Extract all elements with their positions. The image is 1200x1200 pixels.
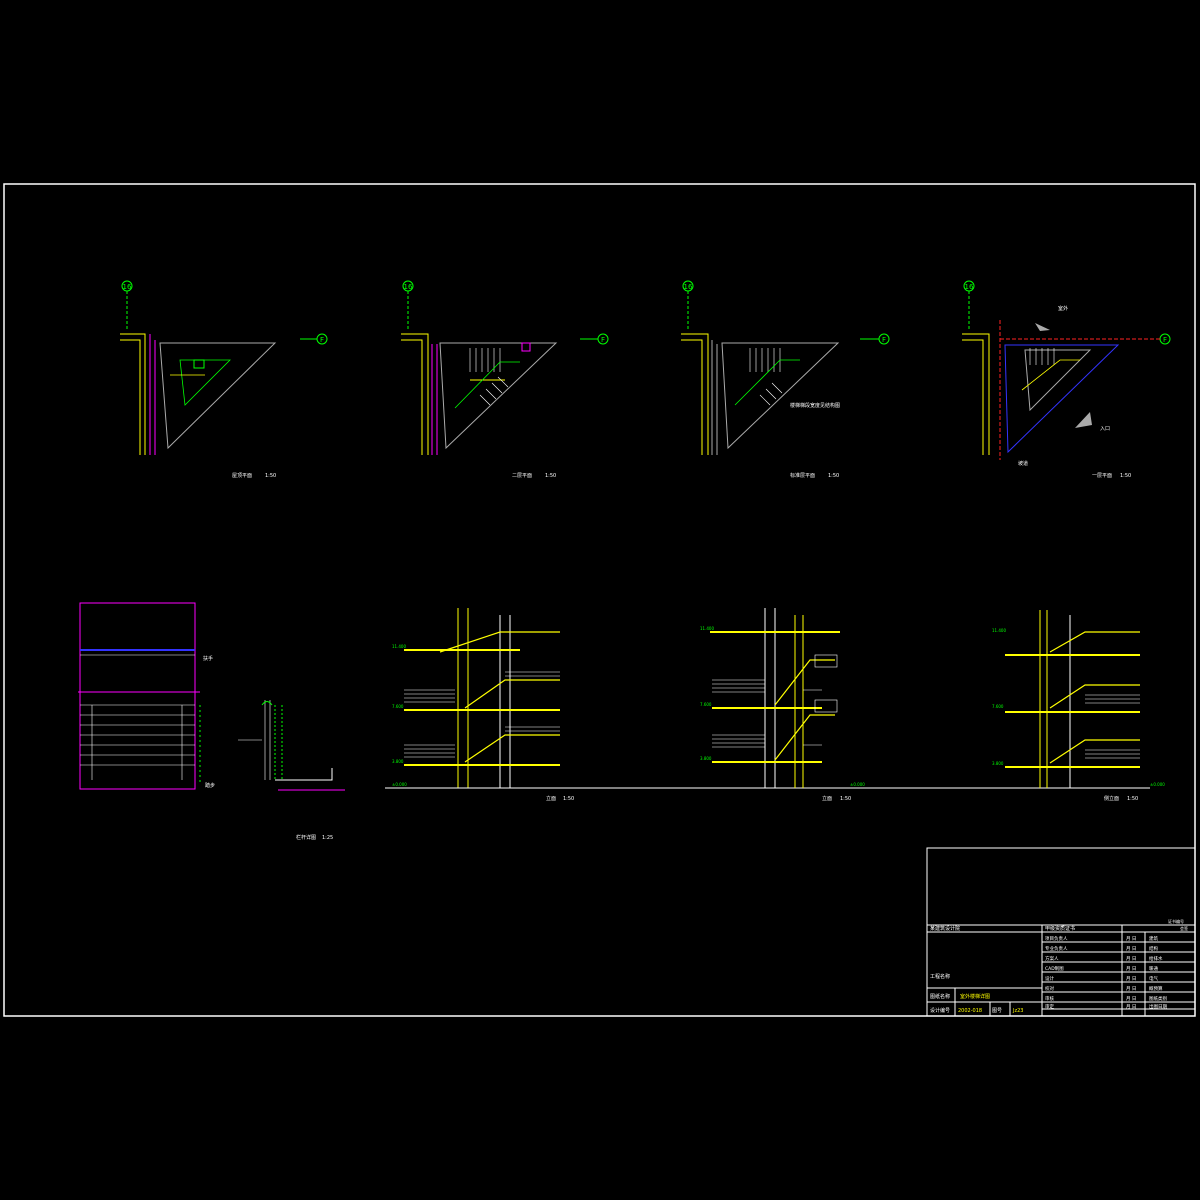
- drawing-frame: [3, 183, 1196, 1017]
- railing-elevation: 扶手 踏步: [78, 602, 215, 790]
- section-1: 11.400 7.600 3.800 ±0.000 立面 1:50: [385, 608, 1150, 802]
- first-floor-note-a: 室外: [1058, 305, 1068, 312]
- roof-plan: 16 F 屋顶平面 1:50: [120, 280, 328, 479]
- railing-section-detail: 栏杆详图 1:25: [238, 700, 345, 841]
- typical-floor-note: 楼梯梯段宽度见结构图: [790, 402, 840, 409]
- date-cell: 月 日: [1126, 986, 1136, 992]
- section-arrow-icon: [1035, 323, 1050, 331]
- date-cell: 月 日: [1126, 946, 1136, 952]
- section-3-caption: 侧立面: [1104, 795, 1119, 802]
- cert-label: 甲级资质证书: [1045, 925, 1075, 932]
- axis-tag-f-label: F: [882, 336, 886, 344]
- section-1-level: 7.600: [392, 704, 404, 709]
- section-2-level: ±0.000: [850, 782, 865, 787]
- railing-detail-scale: 1:25: [322, 835, 333, 841]
- first-floor-note-c: 坡道: [1018, 460, 1028, 467]
- entrance-arrow-icon: [1075, 412, 1092, 428]
- axis-tag-f-label: F: [320, 336, 324, 344]
- countersign-header: 会签: [1180, 925, 1188, 931]
- date-cell: 月 日: [1126, 1004, 1136, 1010]
- section-2-level: 3.800: [700, 756, 712, 761]
- date-cell: 月 日: [1126, 936, 1136, 942]
- axis-tag-f-label: F: [1163, 336, 1167, 344]
- railing-label-top: 扶手: [203, 655, 213, 662]
- role-label: 设计: [1045, 975, 1054, 982]
- section-1-level: 11.400: [392, 644, 406, 649]
- section-1-level: 3.800: [392, 759, 404, 764]
- role-label: 审定: [1045, 1003, 1054, 1010]
- design-no-label: 设计编号: [930, 1007, 950, 1014]
- section-2-caption: 立面: [822, 795, 832, 802]
- discipline-cell: 概预算: [1149, 985, 1163, 992]
- section-2: 11.400 7.600 3.800 ±0.000 立面 1:50: [700, 608, 865, 802]
- typical-floor-caption: 标准层平面: [790, 472, 815, 479]
- section-3-level: 3.800: [992, 761, 1004, 766]
- section-2-level: 11.400: [700, 626, 714, 631]
- role-label: CAD制图: [1045, 965, 1064, 972]
- second-floor-plan: 16 F 二层平面 1:50: [401, 280, 609, 479]
- axis-tag-16-label: 16: [965, 283, 974, 291]
- first-floor-scale: 1:50: [1120, 473, 1131, 479]
- axis-tag-16-label: 16: [123, 283, 132, 291]
- section-1-caption: 立面: [546, 795, 556, 802]
- date-cell: 月 日: [1126, 956, 1136, 962]
- first-floor-caption: 一层平面: [1092, 473, 1112, 479]
- role-label: 审核: [1045, 995, 1054, 1002]
- section-3-level: 7.600: [992, 704, 1004, 709]
- cert-no-label: 证书编号: [1168, 918, 1184, 924]
- discipline-cell: 电气: [1149, 975, 1158, 982]
- section-1-scale: 1:50: [563, 796, 574, 802]
- section-3-level: 11.400: [992, 628, 1006, 633]
- axis-tag-f-label: F: [601, 336, 605, 344]
- sheet-no: Jz23: [1012, 1008, 1023, 1014]
- date-cell: 月 日: [1126, 966, 1136, 972]
- date-cell: 月 日: [1126, 976, 1136, 982]
- first-floor-note-b: 入口: [1100, 426, 1110, 432]
- typical-floor-plan: 16 F 楼梯梯段宽度见结构图 标准层平面 1:50: [681, 280, 890, 479]
- design-no: 2002-018: [958, 1008, 982, 1014]
- sheet-no-label: 图号: [992, 1008, 1002, 1014]
- section-1-level: ±0.000: [392, 782, 407, 787]
- discipline-cell: 给排水: [1149, 955, 1163, 962]
- role-label: 专业负责人: [1045, 945, 1068, 952]
- first-floor-plan: 16 F 室外 入口 坡道 一层平面 1:50: [962, 280, 1171, 479]
- project-label: 工程名称: [930, 973, 950, 980]
- roof-plan-scale: 1:50: [265, 473, 276, 479]
- section-2-level: 7.600: [700, 702, 712, 707]
- railing-detail-caption: 栏杆详图: [296, 834, 316, 841]
- role-label: 方案人: [1045, 955, 1059, 962]
- section-3-scale: 1:50: [1127, 796, 1138, 802]
- section-3: 11.400 7.600 3.800 ±0.000 侧立面 1:50: [992, 610, 1165, 802]
- title-block: 某建筑设计院 甲级资质证书 证书编号 会签 工程名称 图纸名称 室外楼梯详图 设…: [926, 847, 1196, 1017]
- discipline-cell: 图纸类别: [1149, 995, 1167, 1002]
- drawing-name: 室外楼梯详图: [960, 993, 990, 1000]
- railing-label-bottom: 踏步: [205, 782, 215, 789]
- second-floor-scale: 1:50: [545, 473, 556, 479]
- discipline-cell: 建筑: [1149, 935, 1158, 942]
- section-3-level: ±0.000: [1150, 782, 1165, 787]
- section-2-scale: 1:50: [840, 796, 851, 802]
- role-label: 项目负责人: [1045, 935, 1068, 942]
- axis-tag-16-label: 16: [404, 283, 413, 291]
- axis-tag-16-label: 16: [684, 283, 693, 291]
- roof-plan-caption: 屋顶平面: [232, 473, 252, 479]
- discipline-cell: 结构: [1149, 945, 1158, 952]
- role-label: 校对: [1045, 985, 1054, 992]
- company-name: 某建筑设计院: [930, 925, 960, 932]
- discipline-cell: 出图日期: [1149, 1003, 1167, 1010]
- date-cell: 月 日: [1126, 996, 1136, 1002]
- second-floor-caption: 二层平面: [512, 473, 532, 479]
- discipline-cell: 暖通: [1149, 965, 1158, 972]
- typical-floor-scale: 1:50: [828, 473, 839, 479]
- drawing-name-label: 图纸名称: [930, 993, 950, 1000]
